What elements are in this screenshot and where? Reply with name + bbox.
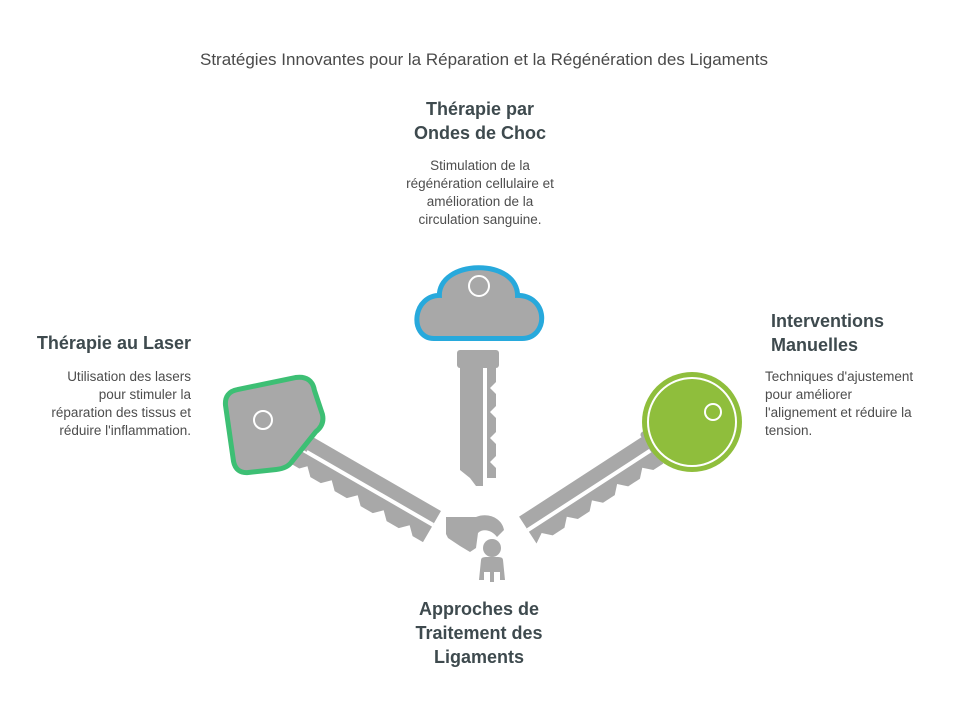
shockwave-title-line-1: Thérapie par [425,99,535,119]
shockwave-desc-line-1: Stimulation de la [430,158,530,173]
manual-desc-line-2: pour améliorer [765,387,853,402]
manual-desc-line-3: l'alignement et réduire la [765,405,912,420]
hand-holding-person-icon [446,515,505,582]
center-label-line-3: Ligaments [433,647,525,667]
laser-description: Utilisation des lasers pour stimuler la … [0,368,191,440]
laser-title: Thérapie au Laser [36,333,191,353]
shockwave-desc-line-4: circulation sanguine. [418,212,542,227]
laser-desc-line-3: réparation des tissus et [51,405,191,420]
center-label: Approches de Traitement des Ligaments [379,597,579,669]
laser-desc-line-4: réduire l'inflammation. [59,423,191,438]
diagram-title: Stratégies Innovantes pour la Réparation… [200,50,768,69]
manual-desc-line-1: Techniques d'ajustement [765,369,914,384]
center-label-line-1: Approches de [418,599,540,619]
shockwave-key-icon [414,265,545,486]
shockwave-title-line-2: Ondes de Choc [413,123,547,143]
shockwave-desc-line-3: amélioration de la [426,194,534,209]
shockwave-desc-line-2: régénération cellulaire et [406,176,554,191]
manual-title-line-1: Interventions [771,311,885,331]
manual-desc-line-4: tension. [765,423,813,438]
shockwave-title: Thérapie par Ondes de Choc [360,97,600,145]
center-label-line-2: Traitement des [415,623,543,643]
manual-description: Techniques d'ajustement pour améliorer l… [765,368,961,440]
shockwave-description: Stimulation de la régénération cellulair… [360,157,600,229]
manual-title: Interventions Manuelles [771,309,961,357]
laser-desc-line-1: Utilisation des lasers [67,369,191,384]
manual-title-line-2: Manuelles [771,335,859,355]
manual-key-icon [519,372,742,544]
laser-key-icon [222,374,441,543]
laser-desc-line-2: pour stimuler la [98,387,191,402]
